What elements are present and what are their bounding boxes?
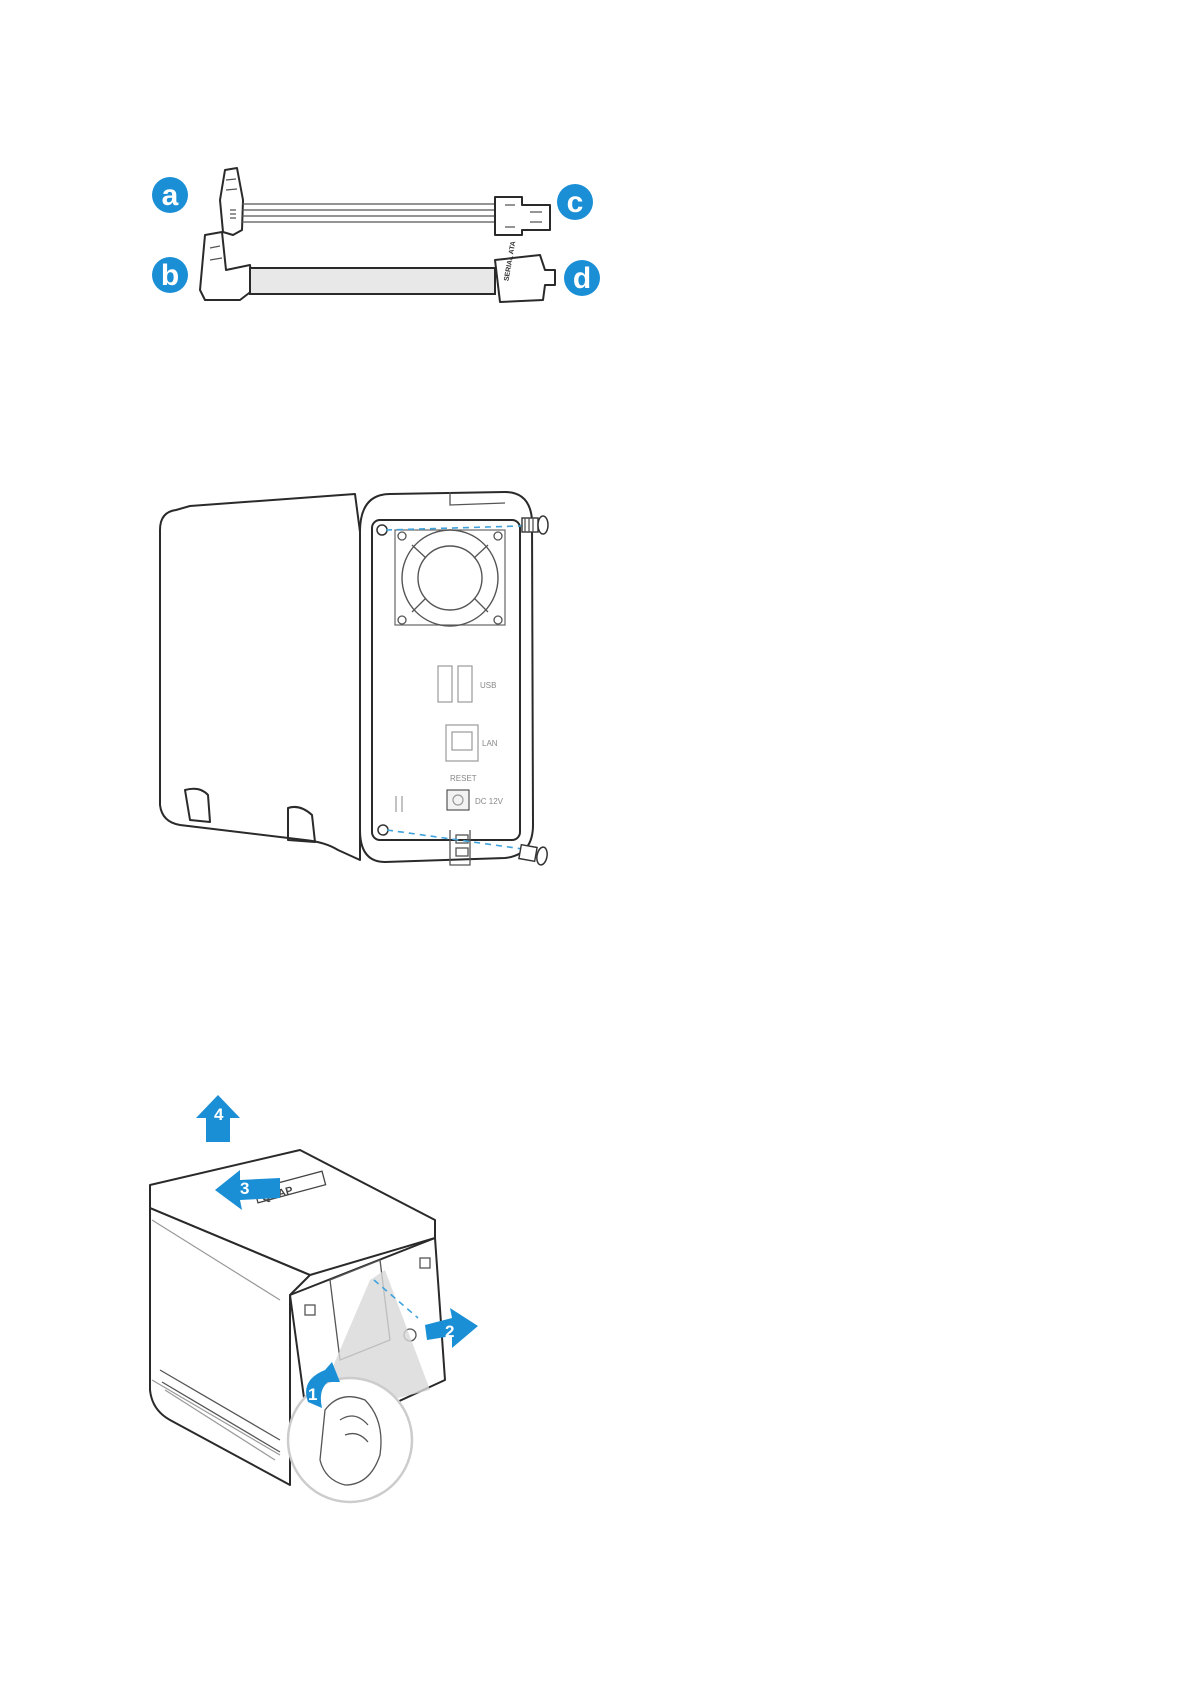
callout-b: b bbox=[152, 257, 188, 293]
step-2-arrow: 2 bbox=[425, 1308, 478, 1348]
svg-text:a: a bbox=[162, 179, 179, 212]
callout-d: d bbox=[564, 260, 600, 296]
callout-c: c bbox=[557, 184, 593, 220]
foot-right bbox=[288, 807, 315, 842]
lan-label: LAN bbox=[482, 739, 498, 748]
svg-text:b: b bbox=[161, 259, 179, 292]
cable-diagram-svg: SERIAL ATA a b c d bbox=[150, 160, 650, 330]
screw-icon bbox=[519, 845, 549, 866]
svg-text:1: 1 bbox=[308, 1385, 317, 1404]
power-label: DC 12V bbox=[475, 797, 504, 806]
power-cable bbox=[220, 168, 550, 235]
enclosure-top bbox=[150, 1150, 435, 1275]
nas-rear-svg: USB LAN RESET DC 12V bbox=[150, 470, 610, 890]
svg-text:4: 4 bbox=[214, 1105, 224, 1124]
svg-text:c: c bbox=[567, 186, 584, 219]
step-4-arrow: 4 bbox=[196, 1095, 240, 1142]
callout-a: a bbox=[152, 177, 188, 213]
screw-hole-top bbox=[377, 525, 387, 535]
reset-label: RESET bbox=[450, 774, 477, 783]
rear-plate bbox=[372, 520, 520, 840]
screw-icon bbox=[522, 516, 548, 534]
svg-text:2: 2 bbox=[445, 1322, 454, 1341]
cover-removal-svg: QNAP 1 2 3 4 bbox=[140, 1090, 530, 1535]
cable-print: SERIAL ATA bbox=[503, 241, 517, 282]
cable-diagram: SERIAL ATA a b c d bbox=[150, 160, 650, 330]
usb-label: USB bbox=[480, 681, 496, 690]
sata-cable: SERIAL ATA bbox=[200, 232, 555, 302]
step-3-arrow: 3 bbox=[215, 1170, 280, 1210]
enclosure-side bbox=[150, 1208, 310, 1485]
cover-removal-diagram: QNAP 1 2 3 4 bbox=[140, 1090, 530, 1535]
screw-hole-bottom bbox=[378, 825, 388, 835]
nas-rear-diagram: USB LAN RESET DC 12V bbox=[150, 470, 610, 890]
svg-text:d: d bbox=[573, 262, 591, 295]
nas-side-panel bbox=[160, 494, 360, 860]
foot-left bbox=[185, 789, 210, 822]
svg-text:3: 3 bbox=[240, 1179, 249, 1198]
